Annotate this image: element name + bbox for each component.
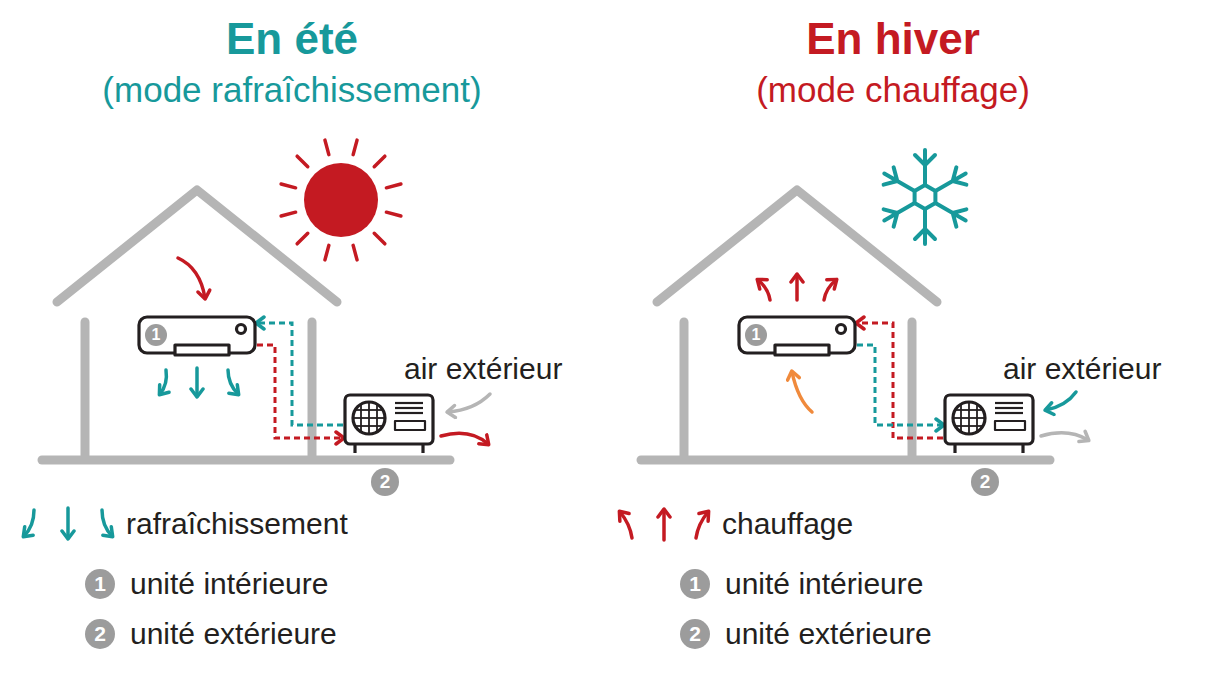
legend-text: unité extérieure [130, 617, 337, 652]
outdoor-unit: 2 [943, 393, 1035, 448]
sun-ray [353, 245, 357, 259]
snowflake-arm [884, 167, 915, 191]
arrow [696, 512, 708, 538]
callout-number: 2 [85, 619, 115, 649]
refrigerant-pipe [857, 345, 943, 425]
arrow [662, 510, 666, 540]
legend-entry: rafraîchissement [18, 505, 348, 543]
arrow [620, 512, 632, 538]
house-outline [42, 190, 450, 460]
air-flow-arrows [160, 258, 490, 444]
arrow-swatch [18, 505, 118, 543]
sun-ray [297, 156, 308, 167]
refrigerant-pipe [857, 323, 943, 438]
sun-ray [386, 184, 400, 188]
sun-ray [325, 245, 329, 259]
sun-ray [297, 233, 308, 244]
arrow [102, 510, 112, 536]
callout-number: 2 [371, 468, 399, 496]
arrow-symbol [18, 504, 118, 544]
callout-swatch: 1 [85, 565, 115, 603]
sun-ray [353, 140, 357, 154]
house-outline [641, 190, 1050, 460]
indoor-unit: 1 [137, 315, 257, 357]
legend-entry: 2 unité extérieure [85, 615, 337, 653]
snowflake-arm [884, 203, 915, 227]
outdoor-unit-drawing [943, 393, 1035, 448]
text-label: (mode rafraîchissement) [102, 70, 481, 110]
callout-number: 1 [85, 569, 115, 599]
callout-number: 1 [680, 569, 710, 599]
sun-ray [281, 212, 295, 216]
legend-text: unité extérieure [725, 617, 932, 652]
sun-ray [374, 233, 385, 244]
refrigerant-pipe [257, 323, 343, 425]
legend-text: unité intérieure [725, 567, 923, 602]
outdoor-unit-drawing [343, 393, 435, 448]
legend-entry: 1 unité intérieure [680, 565, 923, 603]
arrow-swatch [614, 505, 714, 543]
arrow [24, 510, 34, 536]
sun-symbol [281, 140, 401, 260]
legend-entry: chauffage [614, 505, 853, 543]
text-label: air extérieur [404, 352, 562, 387]
outdoor-unit: 2 [343, 393, 435, 448]
snowflake-arm [935, 203, 966, 227]
snowflake-arm [915, 209, 935, 244]
arrow [66, 508, 70, 538]
legend-entry: 2 unité extérieure [680, 615, 932, 653]
snowflake-arm [915, 150, 935, 185]
text-label: (mode chauffage) [756, 70, 1030, 110]
callout-number: 2 [971, 468, 999, 496]
arrow-symbol [614, 504, 714, 544]
callout-swatch: 2 [680, 615, 710, 653]
sun-ray [325, 140, 329, 154]
text-label: air extérieur [1003, 352, 1161, 387]
snowflake-arm [935, 167, 966, 191]
sun-ray [374, 156, 385, 167]
legend-text: chauffage [722, 507, 853, 542]
legend-text: rafraîchissement [126, 507, 348, 542]
callout-number: 1 [145, 324, 167, 346]
indoor-unit: 1 [737, 315, 857, 357]
snowflake-symbol [884, 150, 967, 244]
callout-number: 1 [745, 324, 767, 346]
panel-title: En été [226, 14, 358, 65]
panel-title: En hiver [806, 14, 980, 65]
legend-entry: 1 unité intérieure [85, 565, 328, 603]
callout-swatch: 1 [680, 565, 710, 603]
sun-ray [281, 184, 295, 188]
sun-ray [386, 212, 400, 216]
callout-swatch: 2 [85, 615, 115, 653]
callout-number: 2 [680, 619, 710, 649]
legend-text: unité intérieure [130, 567, 328, 602]
